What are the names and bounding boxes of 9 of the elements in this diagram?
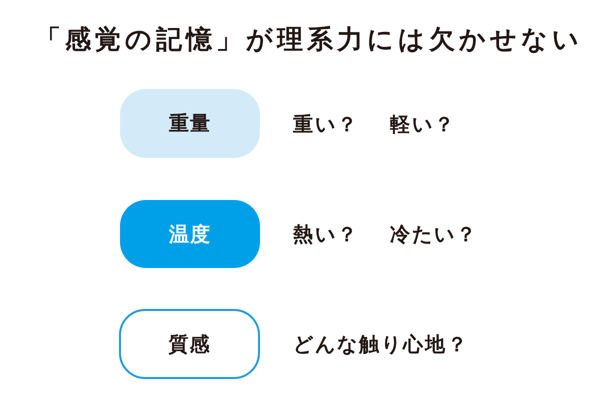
rounded-box: 質感 bbox=[119, 309, 260, 379]
question-text: 重い？ bbox=[293, 112, 359, 136]
rounded-box: 重量 bbox=[120, 89, 260, 158]
question-text: 熱い？ bbox=[293, 222, 359, 246]
title: 「感覚の記憶」が理系力には欠かせない bbox=[34, 24, 584, 57]
question-text: 冷たい？ bbox=[390, 222, 478, 246]
rounded-box: 温度 bbox=[120, 200, 260, 268]
question-text: 軽い？ bbox=[390, 112, 456, 136]
question-text: どんな触り心地？ bbox=[293, 332, 469, 356]
